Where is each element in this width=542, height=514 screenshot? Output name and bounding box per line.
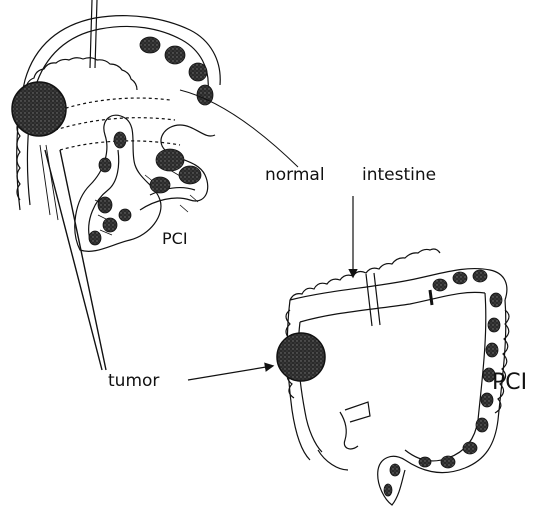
tumor-label: tumor [108,373,159,390]
normal-pointer-line [180,90,298,167]
tumor-bottom [277,333,325,381]
pci-label-top: PCI [162,231,188,247]
tumor-arrow [188,366,272,380]
intestine-label: intestine [362,167,436,184]
pci-lesions-bottom [384,270,502,496]
pci-label-bottom: PCI [492,372,527,394]
normal-label: normal [265,167,325,184]
tumor-pointer-line [45,150,106,370]
tumor-top [12,82,66,136]
